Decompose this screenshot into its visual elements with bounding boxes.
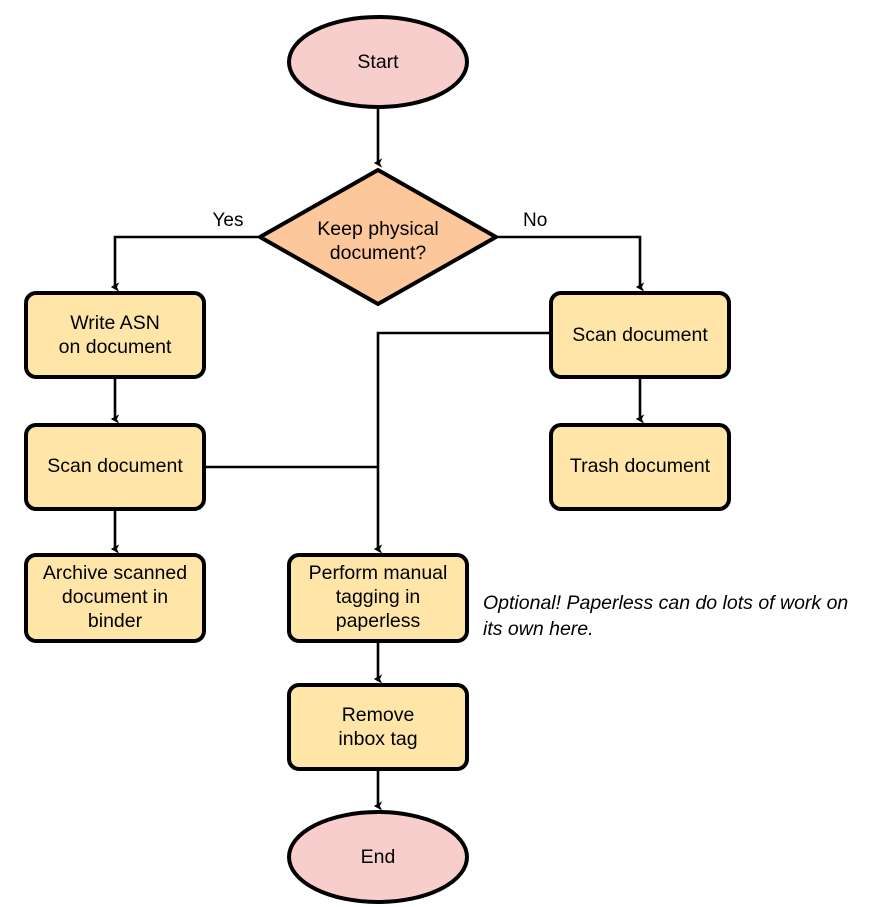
node-write-asn-on-document[interactable]: Write ASN on document	[24, 291, 206, 379]
node-scan-document-left[interactable]: Scan document	[24, 423, 206, 511]
annotation-line1: Optional! Paperless can do lots of work …	[483, 592, 848, 614]
annotation-optional-note: Optional! Paperless can do lots of work …	[483, 592, 848, 640]
annotation-line2: its own here.	[483, 618, 594, 640]
archive-label-line2: document in	[62, 586, 168, 608]
tagging-label-line3: paperless	[336, 610, 421, 632]
node-archive-scanned-document-in-binder[interactable]: Archive scanned document in binder	[24, 553, 206, 643]
decision-label-line2: document?	[330, 242, 427, 264]
scan-document-right-box[interactable]	[549, 291, 731, 379]
end-ellipse[interactable]	[287, 810, 469, 904]
node-remove-inbox-tag[interactable]: Remove inbox tag	[287, 683, 469, 771]
start-ellipse[interactable]	[287, 15, 469, 109]
remove-inbox-label-line2: inbox tag	[338, 728, 417, 750]
node-start[interactable]: Start	[287, 15, 469, 109]
edge-decision-yes-to-write-asn	[110, 235, 260, 292]
edge-label-no: No	[523, 210, 547, 231]
scan-document-left-label: Scan document	[47, 455, 183, 477]
decision-diamond[interactable]	[258, 168, 498, 306]
edges-layer	[110, 107, 645, 811]
scan-document-left-box[interactable]	[24, 423, 206, 511]
archive-label-line1: Archive scanned	[43, 562, 187, 584]
edge-decision-no-to-scan-right	[496, 235, 645, 292]
end-label: End	[361, 846, 396, 868]
remove-inbox-tag-box[interactable]	[287, 683, 469, 771]
archive-box[interactable]	[24, 553, 206, 643]
write-asn-box[interactable]	[24, 291, 206, 379]
node-perform-manual-tagging[interactable]: Perform manual tagging in paperless	[287, 553, 469, 643]
node-trash-document[interactable]: Trash document	[549, 423, 731, 511]
edge-labels-layer: Yes No	[213, 210, 548, 231]
node-scan-document-right[interactable]: Scan document	[549, 291, 731, 379]
start-label: Start	[357, 51, 399, 73]
edge-label-yes: Yes	[213, 210, 244, 231]
tagging-box[interactable]	[287, 553, 469, 643]
tagging-label-line1: Perform manual	[309, 562, 448, 584]
trash-document-box[interactable]	[549, 423, 731, 511]
remove-inbox-label-line1: Remove	[342, 704, 415, 726]
scan-document-right-label: Scan document	[572, 324, 708, 346]
archive-label-line3: binder	[88, 610, 143, 632]
write-asn-label-line1: Write ASN	[70, 312, 160, 334]
decision-label-line1: Keep physical	[317, 218, 438, 240]
node-end[interactable]: End	[287, 810, 469, 904]
trash-document-label: Trash document	[570, 455, 711, 477]
tagging-label-line2: tagging in	[336, 586, 421, 608]
node-decision-keep-physical-document[interactable]: Keep physical document?	[258, 168, 498, 306]
write-asn-label-line2: on document	[59, 336, 172, 358]
edge-scan-right-to-tagging	[373, 331, 551, 554]
